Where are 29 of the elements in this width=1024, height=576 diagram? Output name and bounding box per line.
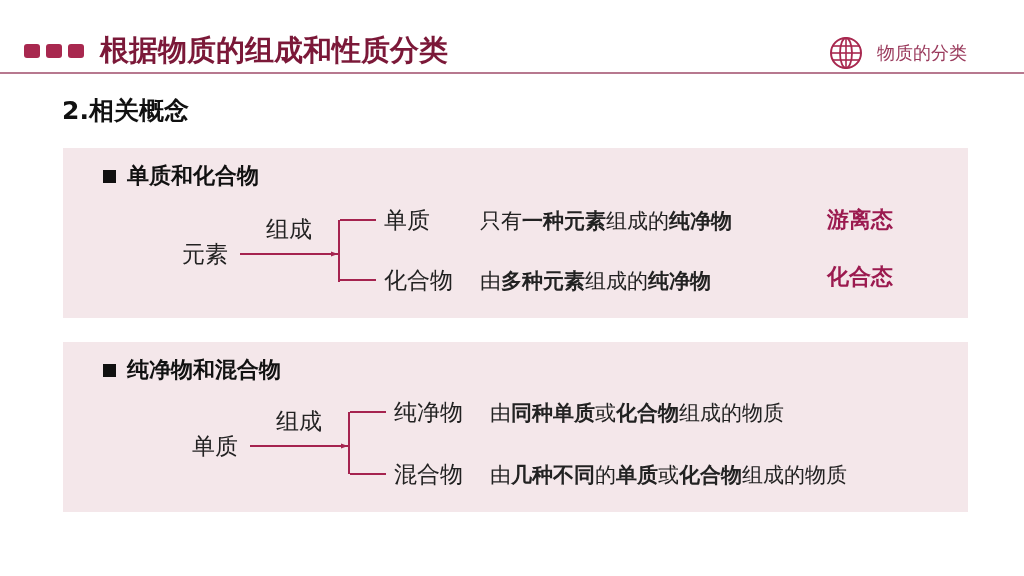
- connector-line: [349, 411, 387, 413]
- term-label: 化合物: [376, 266, 466, 294]
- arrow: [239, 251, 339, 257]
- state-label: 游离态: [827, 209, 893, 231]
- section-heading: 2.相关概念: [62, 98, 189, 123]
- section-label: 物质的分类: [877, 44, 967, 62]
- connector-line: [339, 219, 377, 221]
- term-label: 纯净物: [386, 398, 486, 426]
- term-label: 混合物: [386, 460, 486, 488]
- connector-line: [339, 279, 377, 281]
- term-label: 元素: [182, 240, 240, 268]
- state-label: 化合态: [827, 266, 893, 288]
- panel-heading: 纯净物和混合物: [127, 359, 281, 381]
- definition-text: 只有一种元素组成的纯净物: [480, 208, 732, 235]
- definition-text: 由几种不同的单质或化合物组成的物质: [490, 462, 847, 489]
- definition-text: 由多种元素组成的纯净物: [480, 268, 711, 295]
- panel-heading: 单质和化合物: [127, 165, 259, 187]
- arrow: [249, 443, 349, 449]
- page-title: 根据物质的组成和性质分类: [100, 36, 448, 65]
- term-label: 单质: [376, 206, 446, 234]
- term-label: 单质: [192, 432, 250, 460]
- panel-background: [63, 148, 968, 318]
- definition-text: 由同种单质或化合物组成的物质: [490, 400, 784, 427]
- bracket-line: [338, 220, 340, 282]
- bracket-line: [348, 412, 350, 474]
- panel-background: [63, 342, 968, 512]
- edge-label: 组成: [274, 410, 324, 433]
- edge-label: 组成: [264, 218, 314, 241]
- connector-line: [349, 473, 387, 475]
